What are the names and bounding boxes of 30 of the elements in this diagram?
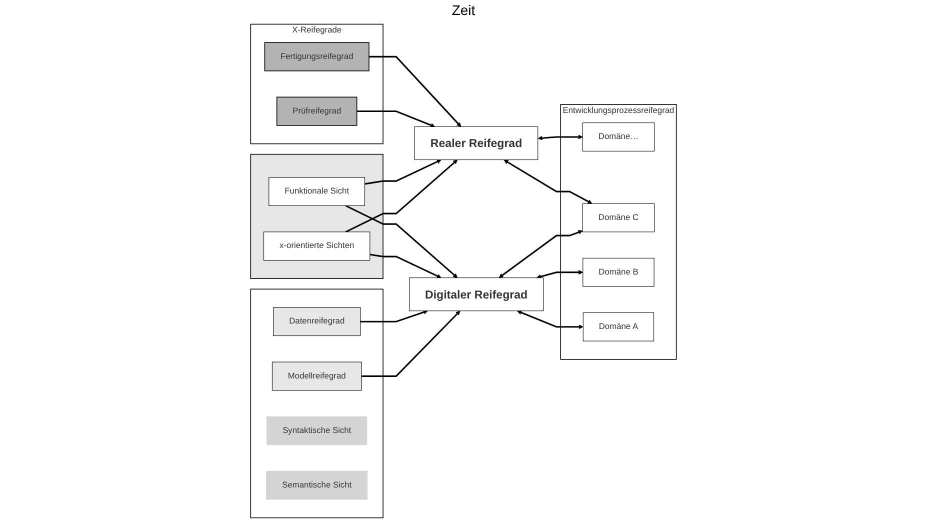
axis-label: Zeit [452,2,476,18]
node-box: Fertigungsreifegrad [264,42,370,72]
node-box: Realer Reifegrad [414,126,538,160]
node-box: Domäne A [582,312,654,342]
arrow [345,204,458,278]
node-box: Semantische Sicht [266,470,368,500]
arrow [360,310,428,322]
node-box: Syntaktische Sicht [266,416,368,446]
arrow [362,310,460,377]
arrow [345,160,458,233]
cluster [250,154,384,279]
node-box: Domäne… [582,122,655,152]
arrow [356,110,436,128]
node-box: Funktionale Sicht [268,177,366,206]
node-box: Prüfreifegrad [276,96,358,126]
node-box: Domäne B [582,258,654,287]
arrow [504,160,592,204]
arrow [370,254,442,278]
arrow [536,270,584,279]
arrow [517,310,584,330]
node-box: Modellreifegrad [272,362,362,391]
cluster [250,288,384,518]
arrow [498,230,583,278]
arrow [368,56,462,127]
arrow [538,134,583,140]
node-box: Datenreifegrad [273,307,361,336]
arrow [364,159,442,185]
node-box: Domäne C [582,203,655,232]
node-box: Digitaler Reifegrad [409,278,544,312]
node-box: x-orientierte Sichten [264,232,370,260]
